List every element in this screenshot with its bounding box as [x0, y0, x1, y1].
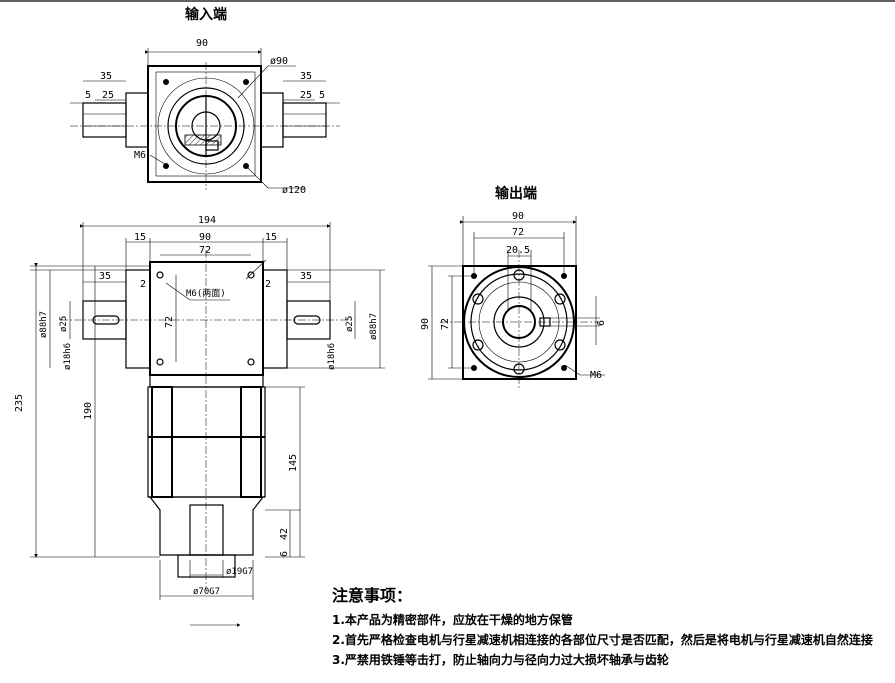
dim-front-step-right: 2: [265, 279, 271, 290]
output-end-title: 输出端: [495, 185, 537, 202]
dim-front-output-pilot: ø70G7: [193, 587, 220, 597]
dim-front-bore-left: ø18h6: [63, 343, 73, 370]
dim-input-shaft-left: 35: [100, 71, 112, 82]
dim-output-thread: M6: [590, 370, 602, 381]
dim-input-width: 90: [196, 38, 208, 49]
dim-output-height-72: 72: [440, 318, 451, 330]
dim-output-key-width: 6: [596, 320, 607, 326]
dim-input-pcd: ø120: [282, 185, 306, 196]
dim-front-height-42: 42: [279, 528, 290, 540]
dim-front-height-72: 72: [164, 316, 175, 328]
dim-front-height-145: 145: [288, 454, 299, 472]
dim-front-height-190: 190: [83, 402, 94, 420]
dim-front-output-bore: ø19G7: [226, 567, 253, 577]
dim-output-width: 90: [512, 211, 524, 222]
dim-front-height-6: 6: [279, 551, 290, 557]
dim-input-keylen-right: 25: [300, 90, 312, 101]
dim-front-bolt-spacing: 72: [199, 245, 211, 256]
dim-front-overall-width: 194: [198, 215, 216, 226]
dim-front-thread-note: M6(两面): [186, 288, 226, 299]
dim-front-pilot-right: ø88h7: [369, 313, 379, 340]
dim-input-key-left: 5: [85, 90, 91, 101]
dim-front-step-left: 2: [140, 279, 146, 290]
dim-front-body-width: 90: [199, 232, 211, 243]
dim-output-keyway: 20.5: [506, 245, 530, 256]
dim-front-shaft-dia-right: ø25: [345, 316, 355, 332]
input-end-title: 输入端: [185, 6, 227, 23]
note-item-2: 2.首先严格检查电机与行星减速机相连接的各部位尺寸是否匹配，然后是将电机与行星减…: [332, 633, 873, 647]
dim-front-shaft-left: 35: [99, 271, 111, 282]
note-item-1: 1.本产品为精密部件，应放在干燥的地方保管: [332, 613, 573, 627]
output-end-view: [428, 216, 605, 390]
dim-input-thread: M6: [134, 150, 146, 161]
dim-front-shaft-right: 35: [300, 271, 312, 282]
dim-front-offset-left: 15: [134, 232, 146, 243]
note-item-3: 3.严禁用铁锤等击打，防止轴向力与径向力过大损坏轴承与齿轮: [332, 653, 669, 667]
dim-output-height: 90: [420, 318, 431, 330]
dim-input-key-right: 5: [319, 90, 325, 101]
dim-input-keylen-left: 25: [102, 90, 114, 101]
dim-input-shaft-right: 35: [300, 71, 312, 82]
input-end-view: [70, 48, 340, 190]
dim-front-pilot-left: ø88h7: [39, 311, 49, 338]
dim-front-total-height: 235: [14, 394, 25, 412]
front-view: [30, 222, 385, 627]
dim-input-flange-dia: ø90: [270, 56, 288, 67]
dim-output-bolt-spacing: 72: [512, 227, 524, 238]
dim-front-offset-right: 15: [265, 232, 277, 243]
notes-heading: 注意事项：: [332, 586, 413, 605]
dim-front-shaft-dia-left: ø25: [59, 316, 69, 332]
dim-front-bore-right: ø18h6: [327, 343, 337, 370]
notes-section: 注意事项： 1.本产品为精密部件，应放在干燥的地方保管 2.首先严格检查电机与行…: [332, 582, 892, 672]
